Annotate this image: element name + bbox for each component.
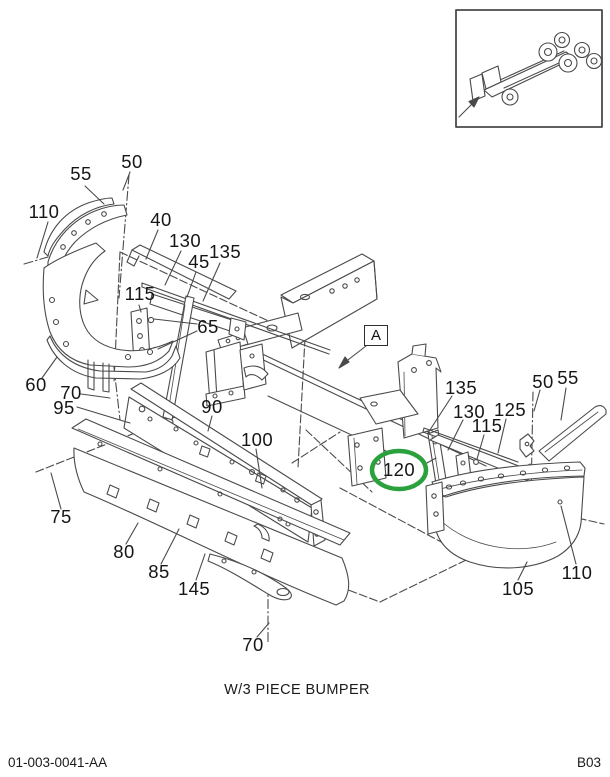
part-callout-80[interactable]: 80 <box>113 541 135 562</box>
part-callout-90[interactable]: 90 <box>201 396 223 417</box>
part-callout-50-right[interactable]: 50 <box>532 371 554 392</box>
part-callout-130[interactable]: 130 <box>168 230 202 251</box>
inset-locator <box>455 9 603 128</box>
detail-view-marker-a[interactable]: A <box>364 325 388 346</box>
part-callout-70[interactable]: 70 <box>60 382 82 403</box>
detail-view-arrow <box>338 345 367 369</box>
part-callout-75[interactable]: 75 <box>50 506 72 527</box>
highlight-ellipse <box>369 448 429 492</box>
part-callout-50[interactable]: 50 <box>121 151 143 172</box>
part-callout-105[interactable]: 105 <box>501 578 535 599</box>
part-callout-110[interactable]: 110 <box>28 201 60 222</box>
leader-lines <box>36 171 577 638</box>
part-callout-95[interactable]: 95 <box>53 397 75 418</box>
right-top-strip <box>519 404 607 462</box>
part-callout-115[interactable]: 115 <box>124 283 156 304</box>
part-callout-85[interactable]: 85 <box>148 561 170 582</box>
right-bracket-cluster <box>347 343 449 497</box>
part-callout-110-right[interactable]: 110 <box>561 562 593 583</box>
part-callout-55[interactable]: 55 <box>70 163 92 184</box>
figure-caption: W/3 PIECE BUMPER <box>224 682 370 698</box>
right-end-cap <box>425 461 586 569</box>
part-callout-45[interactable]: 45 <box>188 251 210 272</box>
part-callout-135-right[interactable]: 135 <box>444 377 478 398</box>
part-callout-115-right[interactable]: 115 <box>471 415 503 436</box>
part-callout-100[interactable]: 100 <box>240 429 274 450</box>
part-callout-120-highlighted[interactable]: 120 <box>382 459 416 480</box>
center-bumper <box>71 418 351 606</box>
part-callout-125[interactable]: 125 <box>493 399 527 420</box>
part-callout-40[interactable]: 40 <box>150 209 172 230</box>
document-number: 01-003-0041-AA <box>8 755 108 770</box>
part-callout-65[interactable]: 65 <box>197 316 219 337</box>
part-callout-130-right[interactable]: 130 <box>452 401 486 422</box>
part-callout-55-right[interactable]: 55 <box>557 367 579 388</box>
page-code: B03 <box>576 755 601 770</box>
part-callout-145[interactable]: 145 <box>177 578 211 599</box>
part-callout-135[interactable]: 135 <box>208 241 242 262</box>
left-end-cap <box>42 197 181 393</box>
truck-chassis-icon <box>458 31 603 118</box>
part-callout-60[interactable]: 60 <box>25 374 47 395</box>
part-callout-70-bottom[interactable]: 70 <box>242 634 264 655</box>
